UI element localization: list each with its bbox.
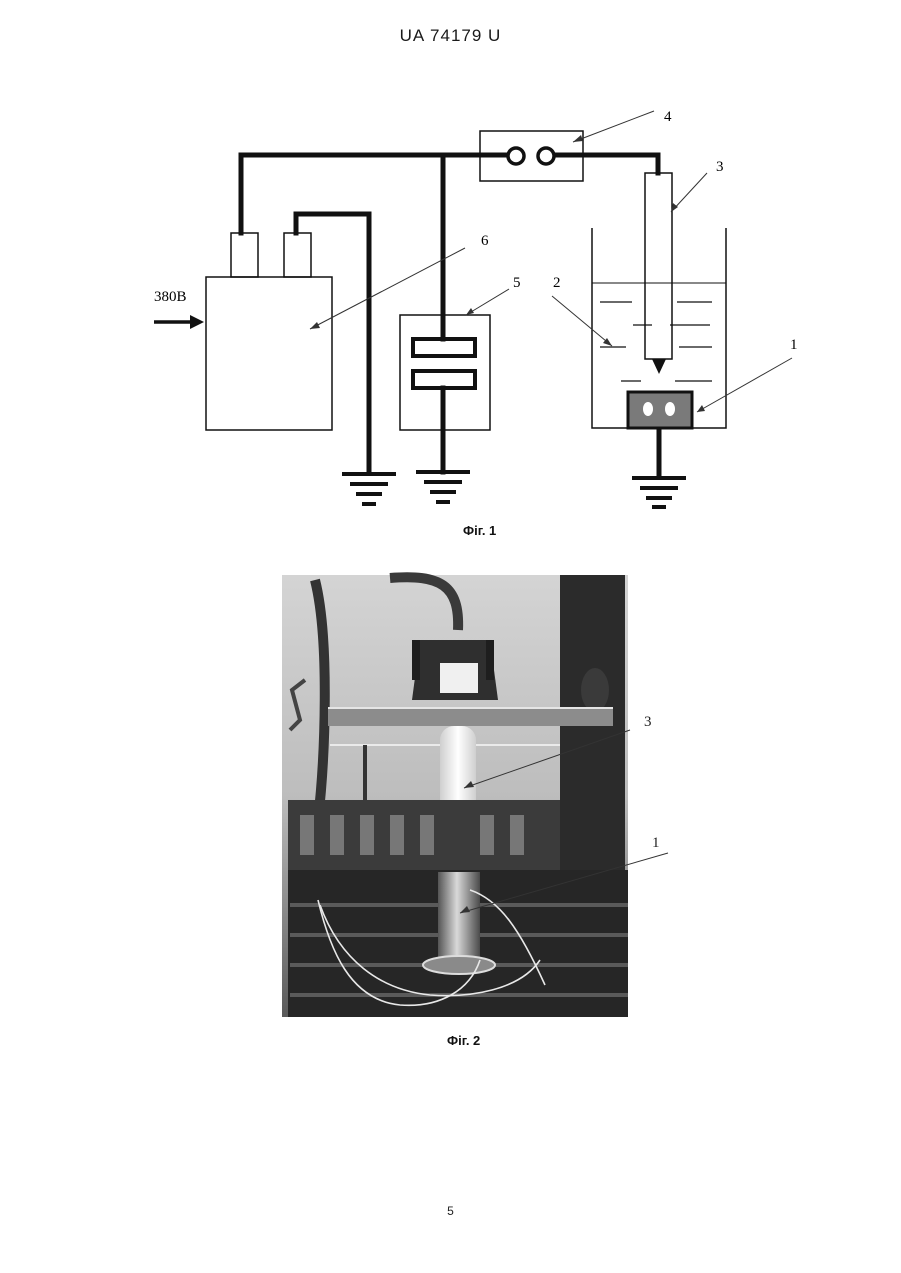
callout-1: 1 [790, 337, 798, 353]
workpiece [628, 392, 692, 428]
workpiece-hole-left [643, 402, 653, 416]
figure-2-photo: 3 1 [276, 570, 676, 1022]
terminal-left [231, 233, 258, 277]
callout-3: 3 [716, 159, 724, 175]
callout-5: 5 [513, 275, 521, 291]
callout-6: 6 [481, 233, 489, 249]
switch-contact-left [508, 148, 524, 164]
input-arrow-icon [154, 315, 204, 329]
input-voltage-label: 380В [154, 289, 187, 305]
capacitor-plate-top [413, 339, 475, 356]
liquid-dashes [600, 302, 712, 381]
photo-callout-1: 1 [652, 835, 660, 851]
page-number: 5 [0, 1204, 901, 1218]
electrode-tip [652, 359, 666, 374]
terminal-right [284, 233, 311, 277]
ground-symbols [342, 472, 686, 507]
figure-2-caption: Фіг. 2 [447, 1033, 480, 1048]
capacitor-plate-bottom [413, 371, 475, 388]
switch-contact-right [538, 148, 554, 164]
figure-1-schematic: 4 3 6 5 2 1 380В [130, 95, 810, 520]
workpiece-cylinder [438, 872, 480, 967]
figure-1-caption: Фіг. 1 [463, 523, 496, 538]
callout-4: 4 [664, 109, 672, 125]
horizontal-bar [328, 708, 613, 726]
photo-callout-3: 3 [644, 714, 652, 730]
callout-2: 2 [553, 275, 561, 291]
power-source-box [206, 277, 332, 430]
electrode [645, 173, 672, 359]
document-number-header: UA 74179 U [0, 26, 901, 46]
workpiece-hole-right [665, 402, 675, 416]
